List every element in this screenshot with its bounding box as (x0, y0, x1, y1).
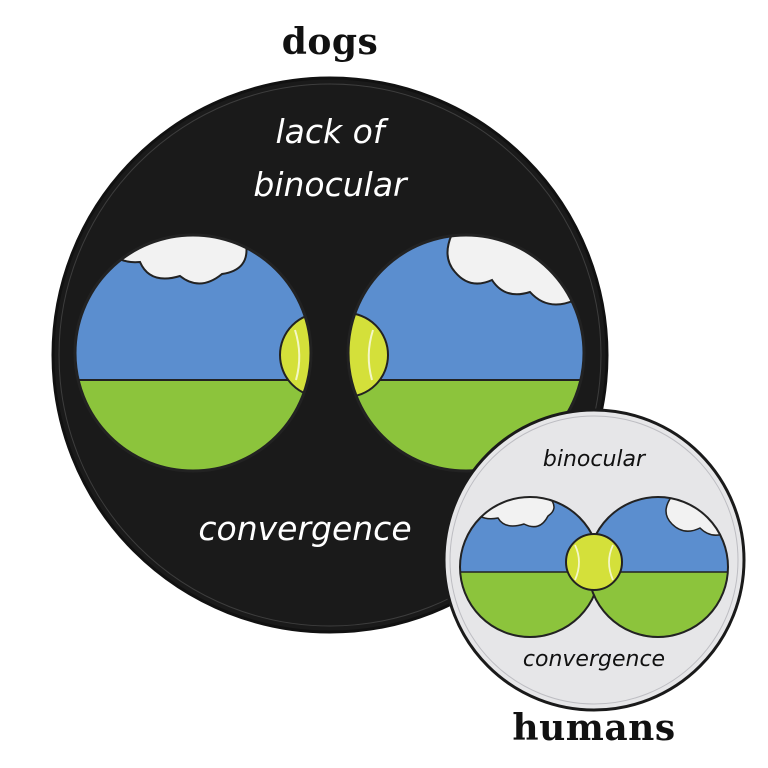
humans-panel: binocular (442, 408, 746, 712)
dogs-label-binocular: binocular (253, 165, 409, 204)
tennis-ball-icon (348, 312, 389, 398)
humans-label-binocular: binocular (543, 447, 647, 472)
humans-label-convergence: convergence (523, 647, 665, 672)
dogs-title: dogs (282, 21, 379, 63)
humans-title: humans (512, 707, 675, 749)
dogs-panel: lack of binocular (51, 76, 609, 634)
dogs-label-lack-of: lack of (276, 112, 389, 151)
tennis-ball-icon (279, 312, 311, 398)
tennis-ball-icon (565, 533, 623, 591)
dogs-label-convergence: convergence (198, 509, 411, 548)
